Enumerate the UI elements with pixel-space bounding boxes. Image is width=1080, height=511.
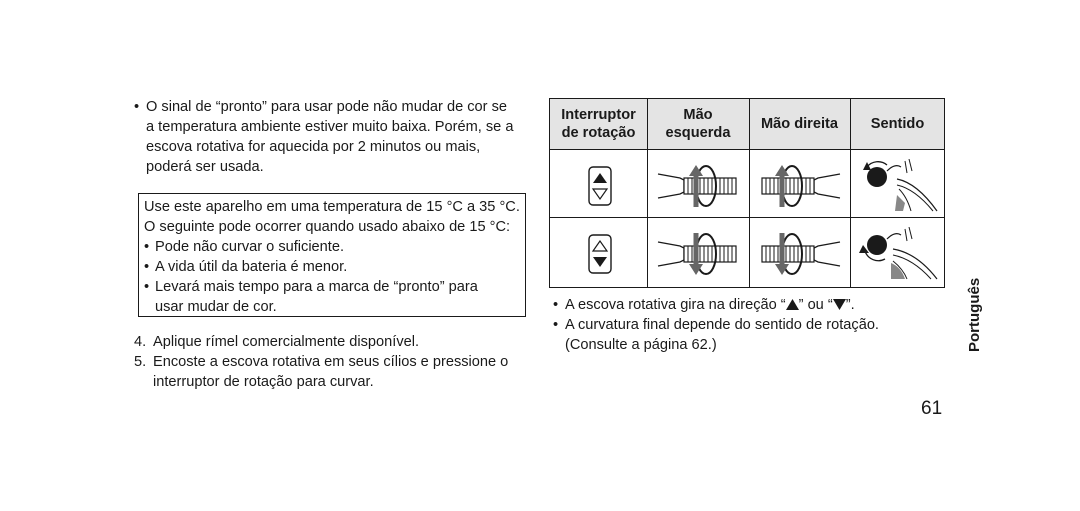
note-text: ” ou “ — [798, 297, 833, 313]
notice-item-text: Pode não curvar o suficiente. — [155, 239, 345, 255]
brush-rotate-down-icon — [654, 229, 742, 284]
rotation-table: Interruptor de rotação Mão esquerda Mão … — [549, 98, 945, 288]
notice-item: • A vida útil da bateria é menor. — [144, 257, 520, 277]
header-text: de rotação — [561, 125, 636, 141]
header-text: Interruptor — [561, 107, 636, 123]
brush-rotate-up-icon — [756, 161, 844, 216]
table-divider — [850, 99, 852, 287]
intro-line: a temperatura ambiente estiver muito bai… — [146, 119, 514, 135]
eye-curl-down-icon — [857, 226, 941, 286]
header-text: esquerda — [665, 125, 731, 141]
bullet-dot: • — [144, 239, 150, 255]
header-right-hand: Mão direita — [760, 116, 839, 132]
intro-line: O sinal de “pronto” para usar pode não m… — [146, 99, 507, 115]
table-divider — [749, 99, 751, 287]
intro-line: escova rotativa for aquecida por 2 minut… — [146, 139, 481, 155]
bullet-dot: • — [134, 99, 140, 115]
brush-rotate-up-icon — [654, 161, 742, 216]
note-text: A curvatura final depende do sentido de … — [565, 317, 879, 353]
step-number: 5. — [134, 354, 147, 370]
bullet-dot: • — [144, 279, 150, 295]
notice-item-text: Levará mais tempo para a marca de “pront… — [155, 279, 478, 315]
intro-line: poderá ser usada. — [146, 159, 264, 175]
table-header-row — [550, 99, 944, 150]
header-direction: Sentido — [870, 116, 925, 132]
notice-item: • Levará mais tempo para a marca de “pron… — [144, 277, 495, 317]
header-text: Mão — [683, 107, 713, 123]
step-text: Encoste a escova rotativa em seus cílios… — [153, 354, 509, 390]
rotation-note: • A escova rotativa gira na direção “ ” o… — [553, 295, 913, 315]
intro-bullet-list: • O sinal de “pronto” para usar pode não… — [134, 97, 534, 177]
bullet-dot: • — [553, 297, 559, 313]
rotation-notes-list: • A escova rotativa gira na direção “ ” o… — [553, 295, 913, 355]
step-text: Aplique rímel comercialmente disponível. — [153, 334, 420, 350]
bullet-dot: • — [144, 259, 150, 275]
intro-bullet: • O sinal de “pronto” para usar pode não… — [134, 97, 534, 177]
brush-rotate-down-icon — [756, 229, 844, 284]
switch-down-pressed-icon — [588, 234, 612, 279]
temperature-notice-box: Use este aparelho em uma temperatura de … — [138, 193, 526, 317]
notice-line: O seguinte pode ocorrer quando usado aba… — [144, 219, 511, 235]
table-divider — [647, 99, 649, 287]
note-text: ”. — [845, 297, 855, 313]
notice-item-text: A vida útil da bateria é menor. — [155, 259, 348, 275]
notice-line: Use este aparelho em uma temperatura de … — [144, 199, 520, 215]
triangle-up-icon — [785, 297, 799, 313]
note-text: A escova rotativa gira na direção “ — [565, 297, 786, 313]
page-number: 61 — [921, 398, 943, 419]
eye-curl-up-icon — [857, 158, 941, 218]
step-list: 4. Aplique rímel comercialmente disponíve… — [134, 332, 534, 392]
triangle-down-icon — [832, 297, 846, 313]
rotation-note: • A curvatura final depende do sentido d… — [553, 315, 913, 355]
header-switch: Interruptor de rotação — [550, 106, 647, 142]
step-item: 4. Aplique rímel comercialmente disponíve… — [134, 332, 534, 352]
header-left-hand: Mão esquerda — [647, 106, 749, 142]
bullet-dot: • — [553, 317, 559, 333]
switch-up-pressed-icon — [588, 166, 612, 211]
step-number: 4. — [134, 334, 147, 350]
table-divider — [550, 217, 944, 219]
step-item: 5. Encoste a escova rotativa em seus cíli… — [134, 352, 538, 392]
notice-item: • Pode não curvar o suficiente. — [144, 237, 520, 257]
notice-list: • Pode não curvar o suficiente. • A vida ú… — [144, 237, 520, 317]
language-tab: Português — [966, 277, 983, 352]
